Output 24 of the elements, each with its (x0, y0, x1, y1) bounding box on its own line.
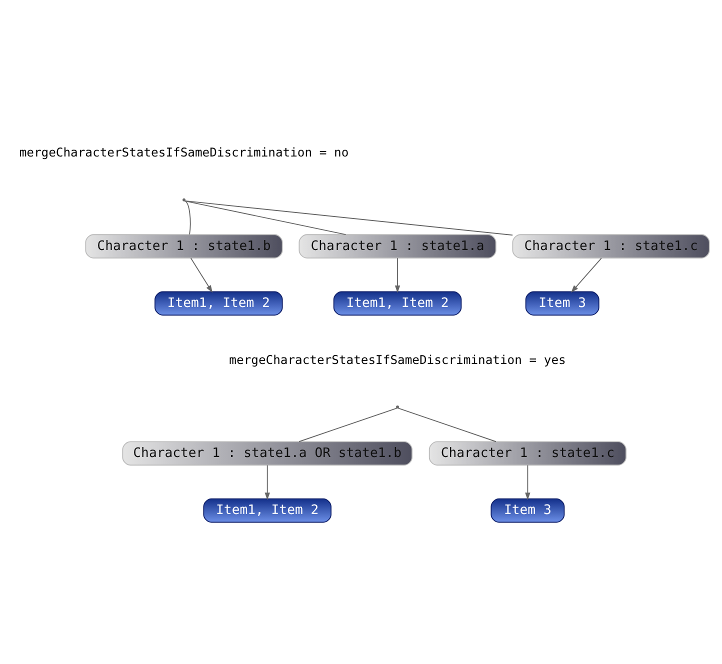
arrow (394, 258, 400, 294)
arrow (264, 464, 270, 500)
node-box: Item1, Item 2 (154, 291, 283, 316)
label: mergeCharacterStatesIfSameDiscrimination = yes (229, 352, 566, 367)
connector (184, 200, 191, 235)
node-point (182, 198, 186, 202)
node-box: Character 1 : state1.b (85, 234, 283, 258)
node-box: Item 3 (525, 291, 600, 316)
node-box: Item 3 (490, 498, 565, 523)
node-box: Item1, Item 2 (333, 291, 462, 316)
arrow (525, 464, 530, 500)
connector (298, 408, 398, 442)
label: mergeCharacterStatesIfSameDiscrimination = no (19, 146, 349, 160)
node-box: Character 1 : state1.c (428, 441, 626, 466)
node-box: Character 1 : state1.a (298, 234, 496, 258)
node-point (396, 406, 399, 408)
node-box: Character 1 : state1.c (512, 234, 710, 258)
connector (184, 200, 514, 236)
arrow (571, 258, 602, 293)
connector (184, 200, 346, 236)
node-box: Character 1 : state1.a OR state1.b (122, 441, 412, 466)
node-box: Item1, Item 2 (203, 498, 332, 523)
connector (397, 408, 496, 442)
arrow (190, 258, 213, 293)
